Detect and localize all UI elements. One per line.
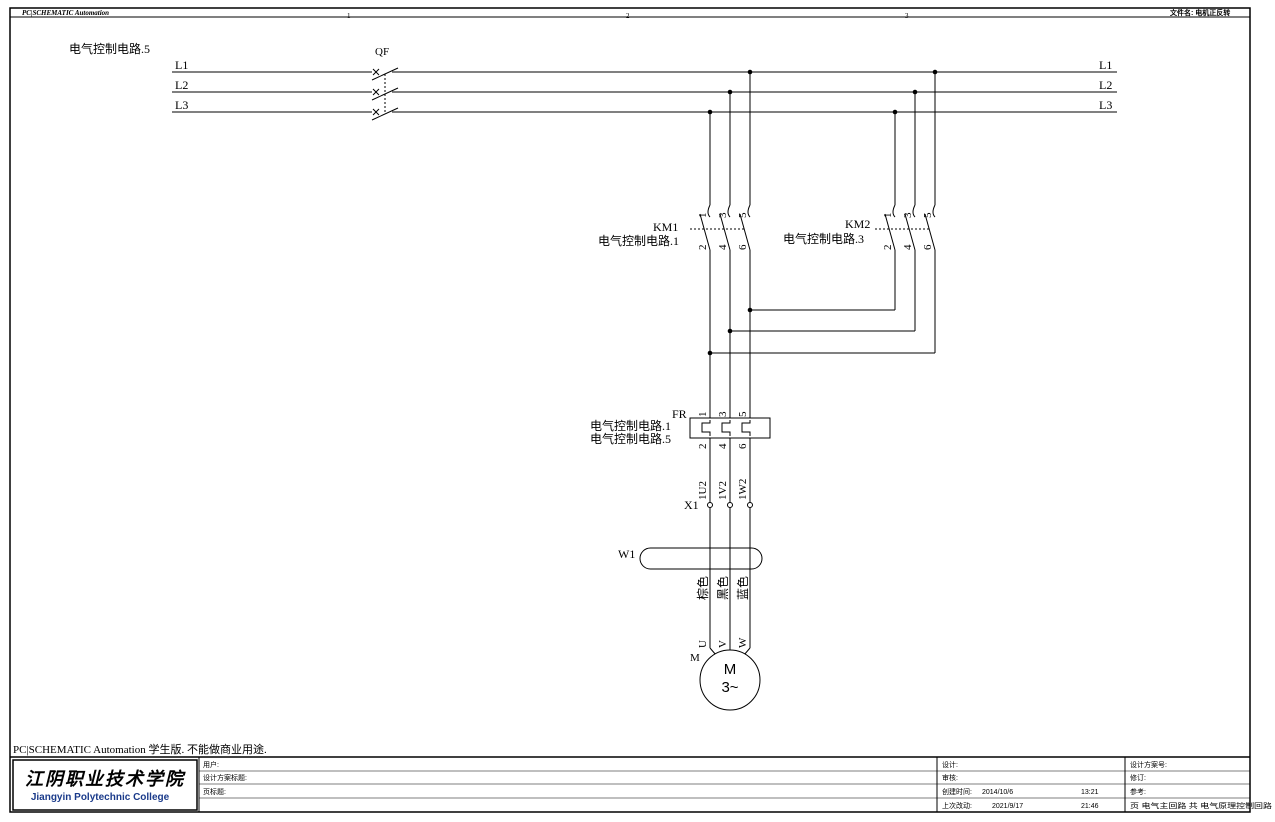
fr-terminal-6: 6 [737, 443, 749, 449]
motor-symbol [699, 649, 761, 711]
tb-created-label: 创建时间: [942, 787, 972, 796]
fr-thermal-elements [701, 420, 751, 436]
file-name: 文件名: 电机正反转 [1170, 8, 1230, 17]
motor-symbol-text-1: M [724, 661, 737, 678]
tb-revision: 修订: [1130, 773, 1146, 782]
tb-page-info: 页 电气主回路 共 电气原理控制回路 [1130, 801, 1272, 810]
breaker-qf [371, 67, 399, 121]
terminal-block-x1 [707, 502, 753, 508]
cable-label: W1 [618, 547, 635, 561]
terminal-block-label: X1 [684, 498, 699, 512]
km2-terminal-4: 4 [902, 244, 914, 250]
junction-dots [707, 69, 938, 356]
cable-wire-black: 黑色 [716, 576, 730, 600]
km1-terminal-6: 6 [737, 244, 749, 250]
tb-reviewer: 审核: [942, 773, 958, 782]
km2-label: KM2 [845, 217, 870, 231]
km1-reference: 电气控制电路.1 [598, 233, 679, 248]
cable-wire-brown: 棕色 [695, 576, 710, 600]
motor-terminal-w: W [737, 637, 749, 648]
motor-terminal-u: U [697, 640, 709, 648]
km2-terminal-6: 6 [922, 244, 934, 250]
km2-terminal-5: 5 [922, 212, 934, 218]
student-watermark: PC|SCHEMATIC Automation 学生版. 不能做商业用途. [13, 742, 267, 756]
tb-page-title: 页标题: [203, 787, 226, 796]
tb-created-time: 13:21 [1081, 789, 1099, 796]
bus-label-l3-right: L3 [1099, 98, 1112, 112]
college-logo-chinese: 江阴职业技术学院 [25, 769, 186, 789]
tb-modified-label: 上次改动: [942, 801, 972, 810]
km1-terminal-4: 4 [717, 244, 729, 250]
km1-label: KM1 [653, 220, 678, 234]
title-block-grid [12, 757, 1250, 812]
fr-terminal-5: 5 [737, 411, 749, 417]
km1-terminal-2: 2 [697, 245, 709, 251]
tb-design-title: 设计方案标题: [203, 773, 247, 782]
bus-label-l3-left: L3 [175, 98, 188, 112]
km2-terminal-2: 2 [882, 245, 894, 251]
km1-terminal-3: 3 [717, 212, 729, 218]
breaker-label: QF [375, 46, 389, 58]
km1-terminal-5: 5 [737, 212, 749, 218]
bus-label-l1-left: L1 [175, 58, 188, 72]
tb-user: 用户: [203, 760, 219, 769]
fr-reference-1: 电气控制电路.1 [590, 418, 671, 433]
fr-label: FR [672, 407, 687, 421]
column-number-3: 3 [905, 12, 909, 20]
column-number-2: 2 [626, 12, 630, 20]
fr-terminal-2: 2 [697, 444, 709, 450]
tb-modified-time: 21:46 [1081, 803, 1099, 810]
fr-terminal-4: 4 [717, 443, 729, 449]
tb-modified-date: 2021/9/17 [992, 803, 1023, 810]
sheet-border [9, 7, 1251, 813]
college-logo-english: Jiangyin Polytechnic College [31, 792, 170, 803]
fr-terminal-1: 1 [697, 412, 709, 418]
km2-terminal-3: 3 [902, 212, 914, 218]
tb-designer: 设计: [942, 760, 958, 769]
terminal-1u2: 1U2 [697, 481, 709, 500]
fr-terminal-3: 3 [717, 411, 729, 417]
bus-label-l2-right: L2 [1099, 78, 1112, 92]
motor-terminal-v: V [717, 640, 729, 648]
cable-w1 [639, 547, 763, 570]
power-bus [172, 71, 1117, 113]
column-number-1: 1 [347, 12, 351, 20]
km1-terminal-1: 1 [697, 213, 709, 219]
terminal-1w2: 1W2 [737, 479, 749, 500]
bus-label-l2-left: L2 [175, 78, 188, 92]
main-wiring [709, 72, 936, 663]
terminal-1v2: 1V2 [717, 481, 729, 500]
header-app-label: PC|SCHEMATIC Automation [22, 9, 109, 17]
page-reference: 电气控制电路.5 [69, 41, 150, 56]
contactor-km1 [690, 204, 751, 251]
tb-reference: 参考: [1130, 787, 1146, 796]
contactor-km2 [875, 204, 936, 251]
bus-label-l1-right: L1 [1099, 58, 1112, 72]
tb-created-date: 2014/10/6 [982, 789, 1013, 796]
cable-wire-blue: 蓝色 [736, 576, 750, 600]
motor-symbol-text-2: 3~ [721, 679, 738, 696]
fr-reference-2: 电气控制电路.5 [590, 431, 671, 446]
km2-terminal-1: 1 [882, 213, 894, 219]
tb-design-number: 设计方案号: [1130, 760, 1167, 769]
km2-reference: 电气控制电路.3 [783, 231, 864, 246]
motor-label: M [690, 652, 700, 664]
